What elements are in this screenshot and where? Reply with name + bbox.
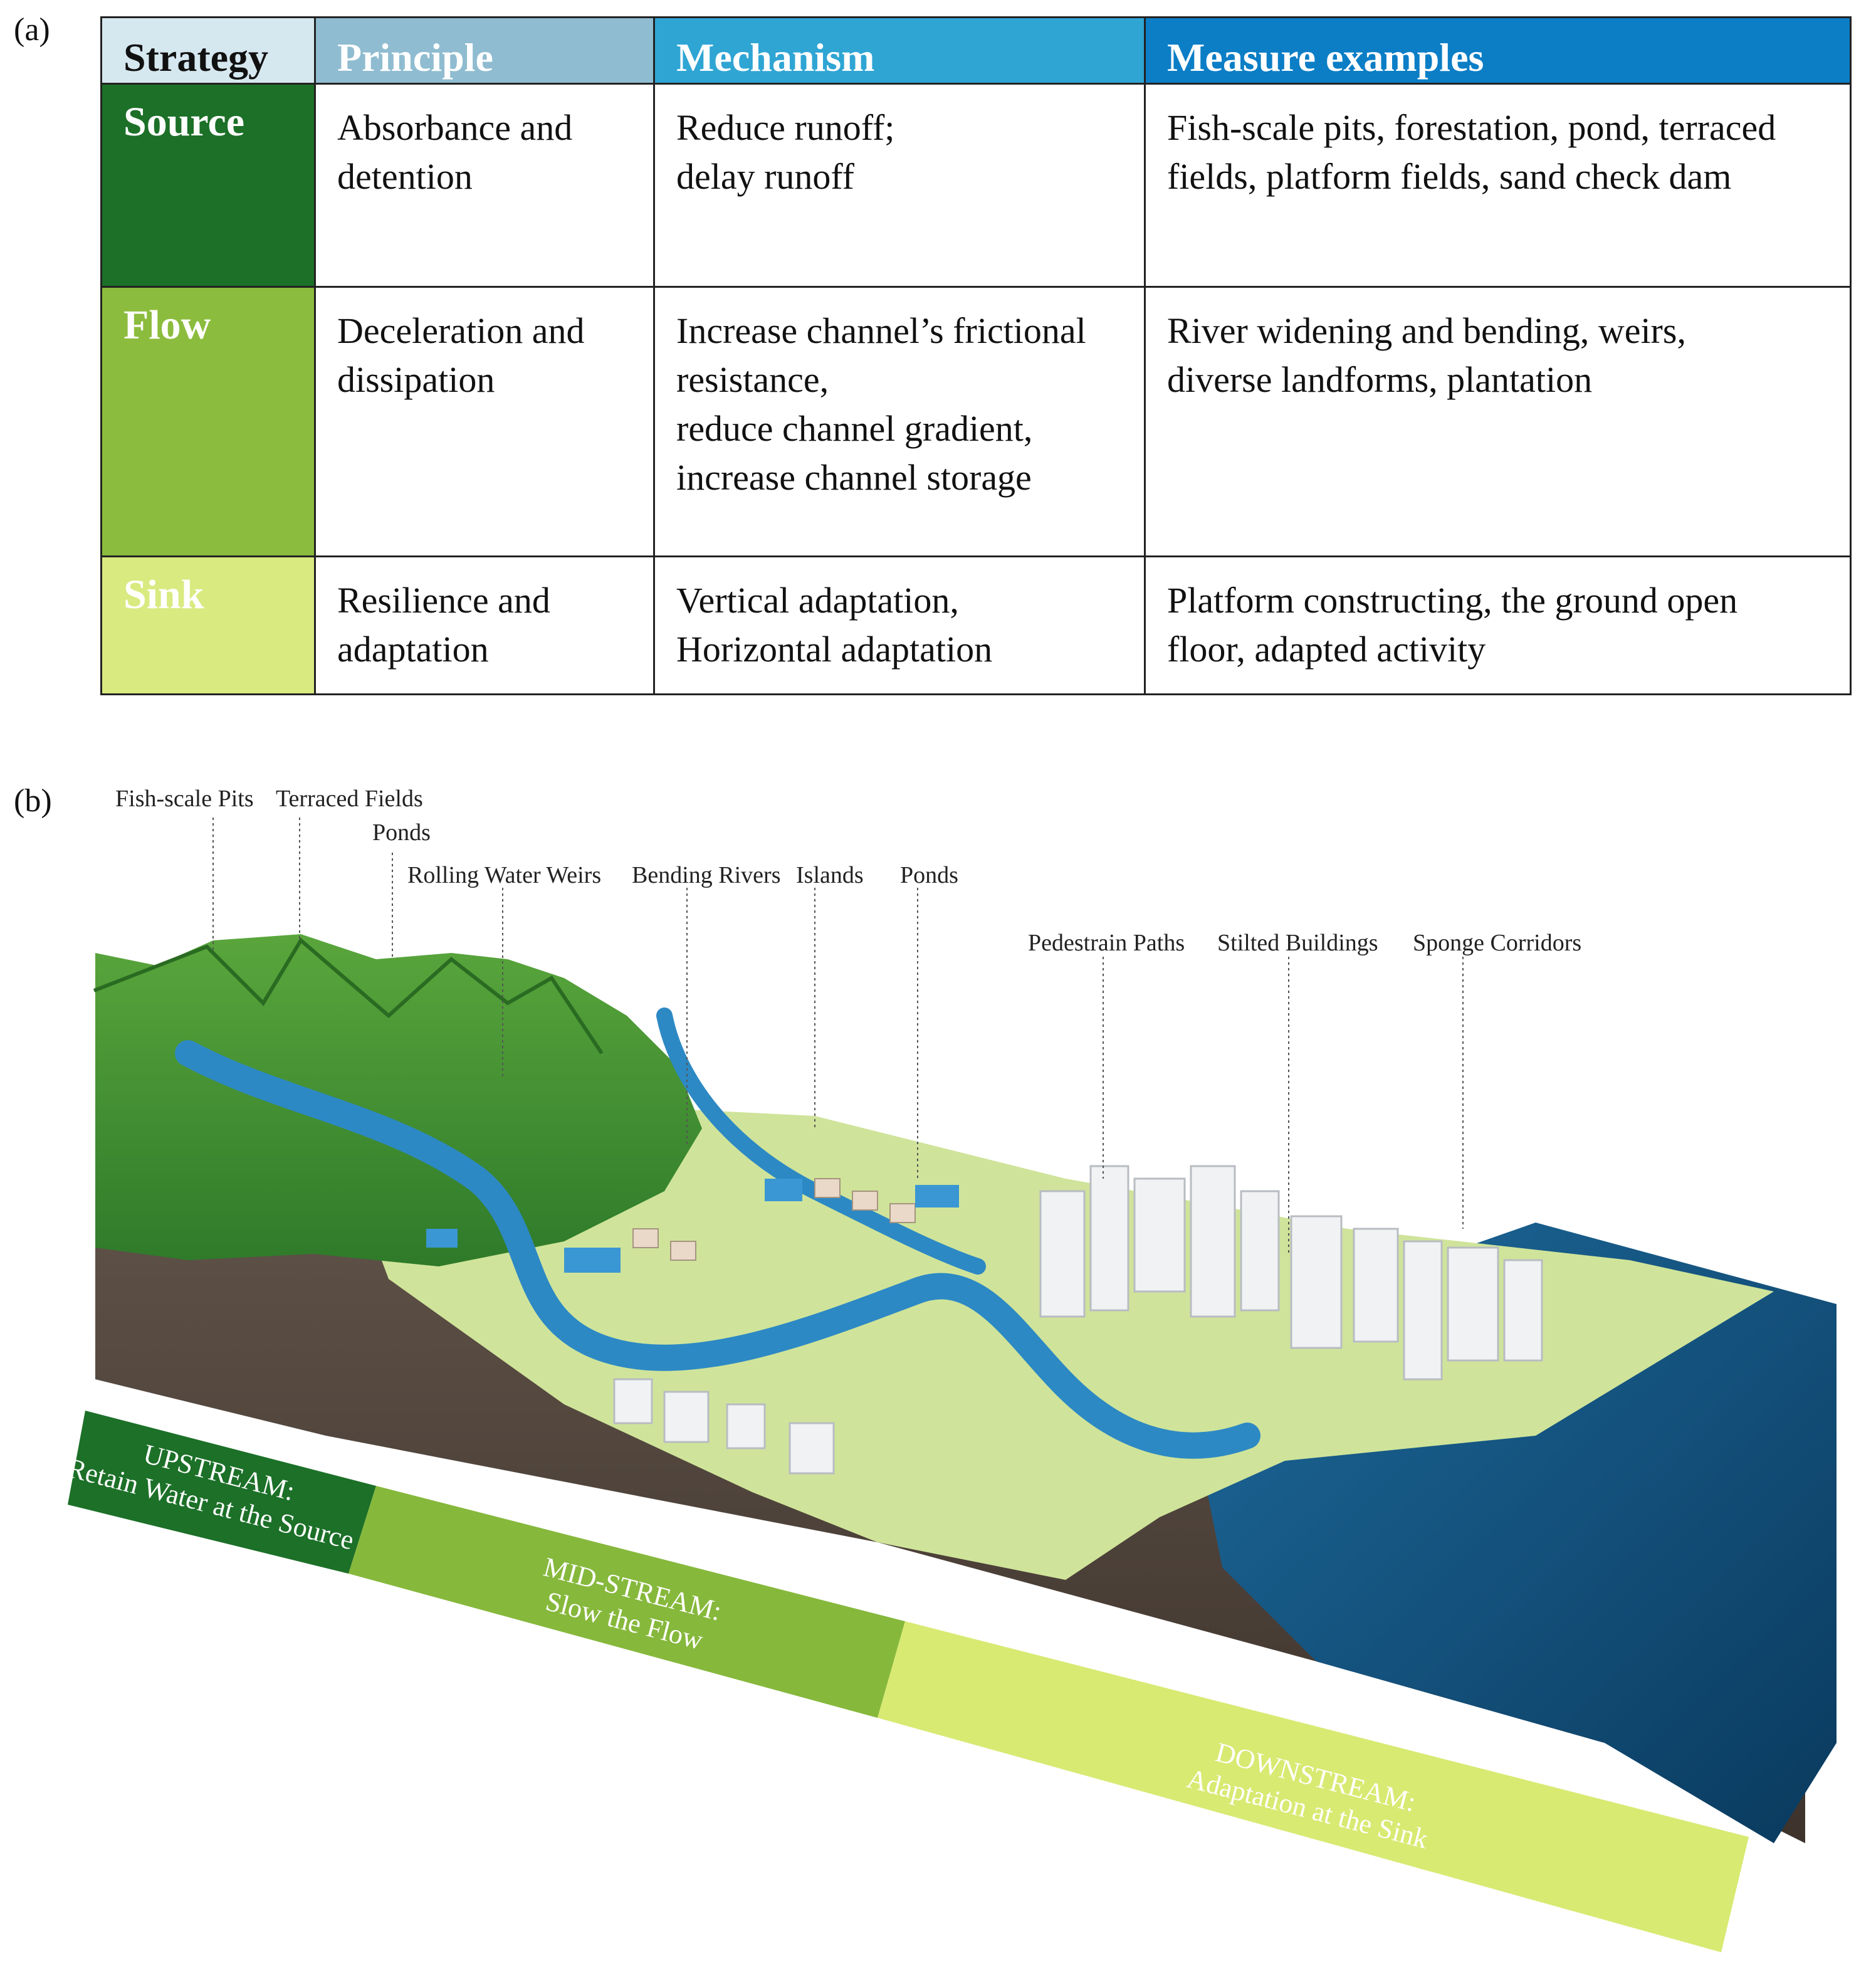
upstream-subtitle: Retain Water at the Source [65,1453,357,1556]
downstream-title: DOWNSTREAM: [1212,1737,1418,1818]
mountain-ridge [93,937,604,1055]
table-row-source: Source Absorbance and detention Reduce r… [100,83,1852,288]
midstream-band [348,1486,905,1718]
panel-a-label: (a) [14,12,50,48]
city-buildings [613,1165,1543,1475]
label-fish-scale-pits: Fish-scale Pits [115,786,254,812]
strategy-cell-sink: Sink [100,555,316,695]
label-bending-rivers: Bending Rivers [632,862,780,888]
header-principle: Principle [314,16,655,85]
midstream-title: MID-STREAM: [540,1552,725,1627]
label-terraced-fields: Terraced Fields [276,786,423,812]
upstream-title: UPSTREAM: [140,1438,298,1507]
mechanism-cell: Increase channel’s frictional resistance… [653,286,1146,557]
mechanism-cell: Reduce runoff; delay runoff [653,83,1146,288]
midstream-subtitle: Slow the Flow [543,1586,706,1656]
downstream-subtitle: Adaptation at the Sink [1184,1763,1431,1854]
label-islands: Islands [796,862,864,888]
label-ponds-upstream: Ponds [372,819,431,846]
label-sponge-corridors: Sponge Corridors [1413,930,1581,956]
river [175,1040,1260,1459]
village-buildings [632,1178,916,1261]
label-stilted-buildings: Stilted Buildings [1217,930,1378,956]
principle-cell: Resilience and adaptation [314,555,655,695]
header-measure-examples: Measure examples [1144,16,1852,85]
label-pedestrian-paths: Pedestrain Paths [1028,930,1185,956]
table-row-sink: Sink Resilience and adaptation Vertical … [100,555,1852,695]
sea-area [1178,1223,1837,1843]
callout-lines [212,818,1464,1254]
table-header-row: Strategy Principle Mechanism Measure exa… [100,16,1852,85]
soil-cross-section [95,965,1805,1843]
measures-cell: River widening and bending, weirs, diver… [1144,286,1852,557]
upstream-band [68,1411,376,1574]
measures-cell: Platform constructing, the ground open f… [1144,555,1852,695]
strategy-cell-flow: Flow [100,286,316,557]
label-ponds-midstream: Ponds [900,862,958,888]
strategy-cell-source: Source [100,83,316,288]
header-strategy: Strategy [100,16,316,85]
header-mechanism: Mechanism [653,16,1146,85]
label-rolling-water-weirs: Rolling Water Weirs [407,862,601,888]
table-row-flow: Flow Deceleration and dissipation Increa… [100,286,1852,557]
ponds [426,1179,959,1273]
lowland-terrain [351,1103,1774,1580]
mountains [95,934,702,1266]
principle-cell: Deceleration and dissipation [314,286,655,557]
measures-cell: Fish-scale pits, forestation, pond, terr… [1144,83,1852,288]
panel-b-label: (b) [14,783,52,819]
river-branch [656,1007,986,1275]
principle-cell: Absorbance and detention [314,83,655,288]
downstream-band [878,1621,1749,1952]
strategy-table: Strategy Principle Mechanism Measure exa… [100,16,1852,695]
mechanism-cell: Vertical adaptation, Horizontal adaptati… [653,555,1146,695]
